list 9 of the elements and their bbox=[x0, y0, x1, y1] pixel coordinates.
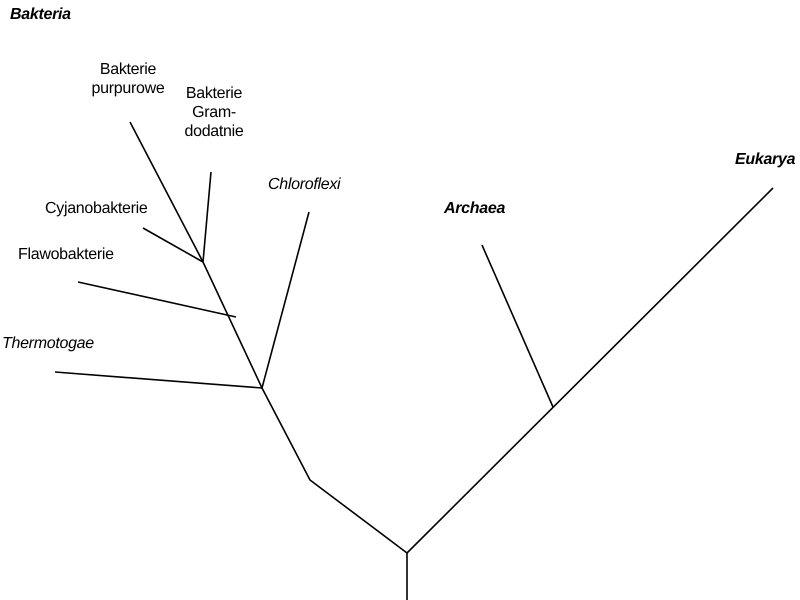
group-label: Archaea bbox=[444, 199, 506, 218]
taxon-label: Cyjanobakterie bbox=[45, 199, 148, 218]
group-label: Bakteria bbox=[10, 5, 71, 24]
group-label: Eukarya bbox=[735, 150, 796, 169]
taxon-label: Chloroflexi bbox=[268, 175, 340, 194]
taxon-label: Thermotogae bbox=[2, 334, 94, 353]
taxon-label: Flawobakterie bbox=[18, 245, 114, 264]
taxon-label: Bakterie purpurowe bbox=[90, 60, 166, 98]
taxon-label: Bakterie Gram-dodatnie bbox=[184, 84, 244, 141]
